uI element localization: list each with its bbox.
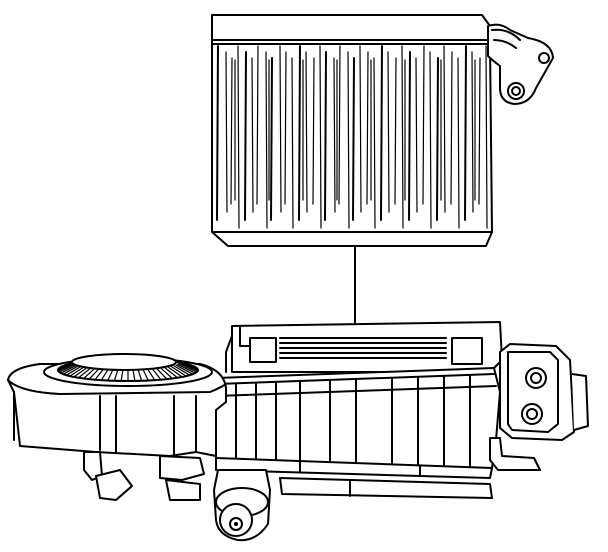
evaporator-fin: [408, 51, 411, 221]
evaporator-fin: [265, 51, 268, 229]
blower-ring-tooth: [113, 369, 119, 382]
evaporator-fin: [401, 45, 404, 229]
evaporator-fin: [319, 45, 322, 229]
blower-ring-tooth: [142, 369, 149, 382]
hvac-module-housing: [215, 321, 503, 479]
evaporator-fin: [279, 45, 282, 213]
evaporator-fin: [324, 51, 327, 221]
evaporator-fin: [436, 57, 439, 221]
blower-motor-ring: [43, 353, 213, 387]
evaporator-fin: [422, 45, 425, 205]
blower-ring-tooth: [178, 362, 198, 373]
housing-louvers: [279, 337, 447, 359]
evaporator-fin: [333, 57, 336, 213]
housing-lower-fitting: [83, 451, 493, 542]
evaporator-core-mounting-bracket: [487, 23, 554, 105]
blower-ring-tooth: [179, 361, 199, 371]
blower-ring-tooth: [137, 369, 143, 382]
blower-ring-tooth: [100, 368, 109, 381]
evaporator-core: [211, 14, 493, 247]
evaporator-fin: [373, 57, 376, 229]
evaporator-fin: [256, 45, 259, 205]
evaporator-fin: [284, 51, 287, 205]
blower-ring-tooth: [170, 365, 187, 377]
evaporator-fin: [298, 45, 301, 221]
blower-ring-tooth: [132, 369, 136, 382]
housing-ribs: [235, 374, 471, 468]
blower-ring-tooth: [173, 365, 191, 376]
blower-ring-tooth: [167, 366, 183, 378]
evaporator-fin: [347, 51, 350, 229]
evaporator-fin: [464, 45, 467, 221]
blower-ring-tooth: [175, 364, 194, 375]
evaporator-fin: [485, 45, 488, 229]
evaporator-fin: [237, 45, 240, 229]
blower-ring-tooth: [147, 368, 156, 381]
evaporator-fin: [457, 57, 460, 229]
blower-ring-tooth: [73, 366, 89, 378]
blower-ring-tooth: [77, 367, 92, 379]
blower-ring-tooth: [107, 369, 114, 382]
evaporator-fin: [312, 57, 315, 205]
evaporator-fin: [230, 57, 233, 205]
evaporator-fin: [270, 57, 273, 221]
blower-ring-tooth: [164, 367, 179, 379]
evaporator-fin: [225, 51, 228, 213]
bracket-hole-upper: [538, 52, 550, 64]
blower-ring-tooth: [120, 369, 124, 382]
evaporator-fin: [305, 51, 308, 213]
blower-ring-tooth: [62, 364, 81, 375]
blower-housing: [7, 363, 227, 457]
evaporator-fin: [291, 57, 294, 229]
evaporator-fin: [338, 45, 341, 205]
evaporator-fin: [415, 57, 418, 213]
blower-ring-tooth: [69, 365, 86, 377]
blower-ring-tooth: [179, 360, 199, 370]
evaporator-fin: [478, 57, 481, 205]
evaporator-fin: [366, 51, 369, 205]
blower-ring-tooth: [82, 367, 96, 380]
evaporator-fin: [394, 57, 397, 205]
evaporator-fin: [471, 51, 474, 213]
blower-ring-tooth: [88, 368, 100, 380]
blower-ring-tooth: [156, 368, 168, 380]
evaporator-fin: [251, 57, 254, 213]
actuator-mount: [489, 343, 589, 471]
blower-ring-tooth: [177, 363, 196, 374]
evaporator-fin: [352, 57, 355, 221]
blower-ring-tooth: [94, 368, 105, 381]
evaporator-fin: [429, 51, 432, 229]
evaporator-fin: [450, 51, 453, 205]
evaporator-fins: [216, 45, 488, 229]
evaporator-fin: [380, 45, 383, 221]
blower-ring-teeth: [57, 359, 199, 382]
blower-ring-tooth: [65, 365, 83, 376]
evaporator-fin: [443, 45, 446, 213]
blower-ring-tooth: [151, 368, 162, 381]
evaporator-fin: [387, 51, 390, 213]
evaporator-fin: [244, 51, 247, 221]
evaporator-fin: [216, 45, 219, 221]
evaporator-fin: [359, 45, 362, 213]
blower-ring-tooth: [160, 367, 174, 380]
blower-ring-tooth: [179, 362, 199, 372]
